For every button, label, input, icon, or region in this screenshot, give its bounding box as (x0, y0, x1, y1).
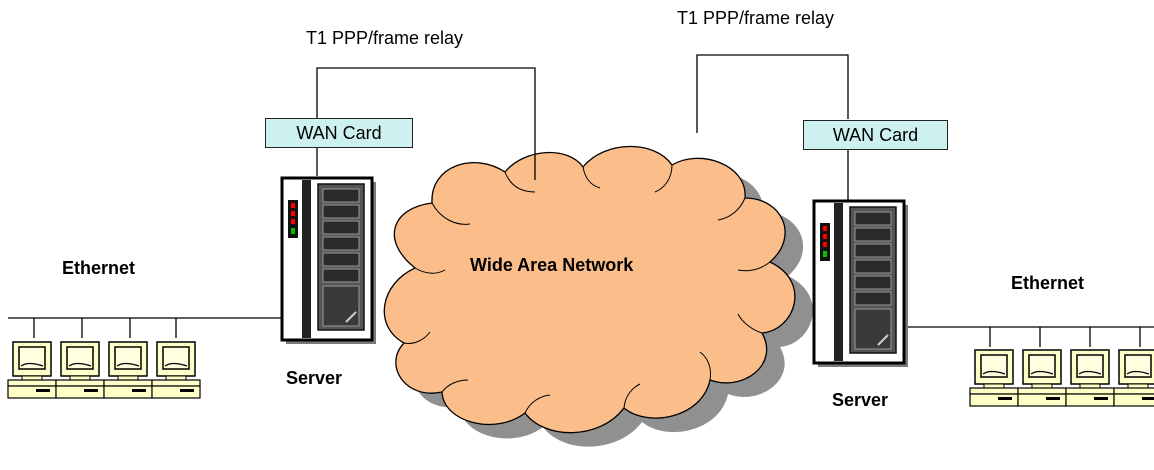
left-workstation-3 (103, 341, 153, 399)
right-link-label: T1 PPP/frame relay (677, 8, 835, 28)
right-wan-card-label: WAN Card (832, 125, 919, 145)
left-ethernet-label: Ethernet (62, 258, 136, 278)
left-t1-link (316, 67, 536, 180)
right-lan (893, 326, 1154, 407)
wan-cloud (383, 145, 813, 447)
left-wan-card-label: WAN Card (296, 123, 382, 143)
right-workstation-1 (969, 349, 1019, 407)
right-workstation-3 (1065, 349, 1115, 407)
cloud-body (383, 145, 796, 434)
left-server-label: Server (286, 368, 343, 388)
right-workstation-2 (1017, 349, 1067, 407)
right-server-icon (812, 199, 910, 369)
left-workstation-4 (151, 341, 201, 399)
right-wan-card: WAN Card (803, 120, 948, 150)
left-workstation-2 (55, 341, 105, 399)
left-link-label: T1 PPP/frame relay (306, 28, 464, 48)
left-wan-card: WAN Card (265, 118, 413, 148)
right-t1-link (696, 54, 849, 133)
left-workstation-1 (7, 341, 57, 399)
left-server-icon (280, 176, 378, 346)
right-server-label: Server (832, 390, 889, 410)
right-ethernet-label: Ethernet (1011, 273, 1085, 293)
left-lan (7, 317, 282, 399)
right-workstation-4 (1113, 349, 1154, 407)
cloud-label: Wide Area Network (470, 255, 634, 275)
